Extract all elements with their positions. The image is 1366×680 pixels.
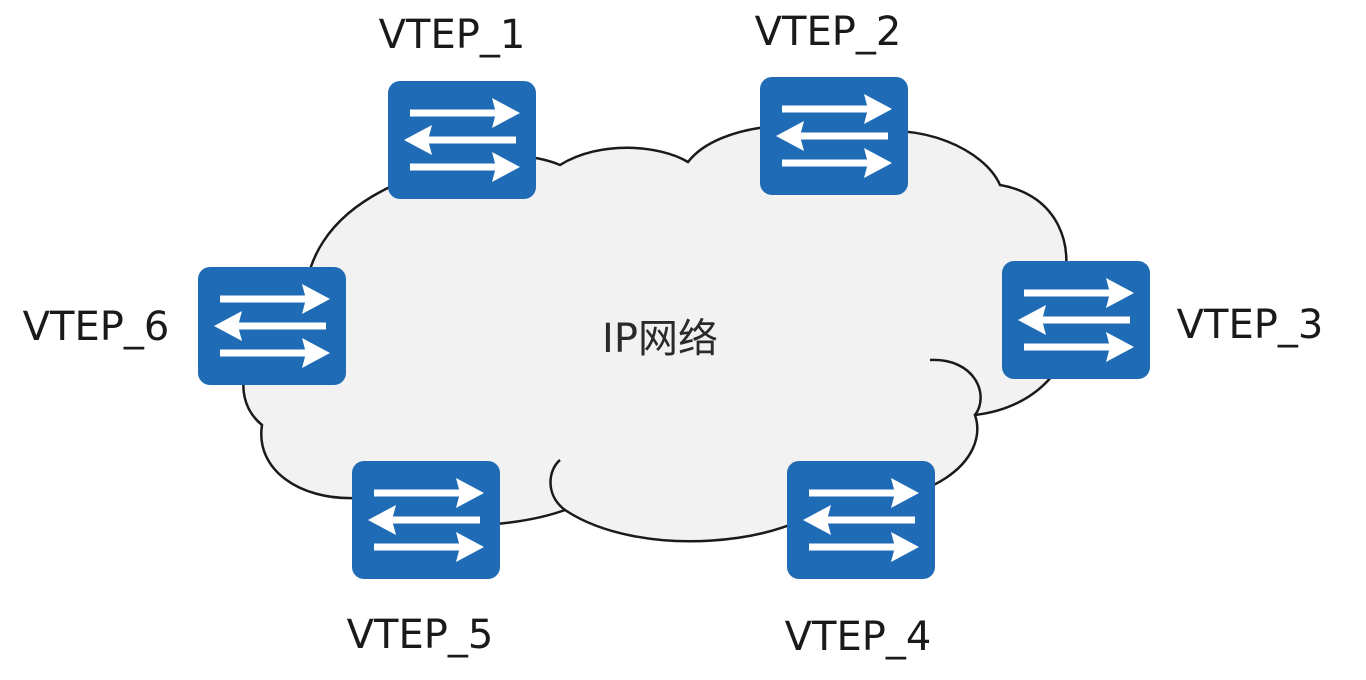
node-label: VTEP_3 bbox=[1177, 302, 1324, 348]
node-label: VTEP_1 bbox=[379, 12, 526, 58]
node-label: VTEP_5 bbox=[347, 612, 494, 658]
node-vtep-2: VTEP_2 bbox=[755, 9, 908, 195]
switch-icon bbox=[760, 77, 908, 195]
node-vtep-5: VTEP_5 bbox=[347, 461, 500, 658]
node-label: VTEP_2 bbox=[755, 9, 902, 55]
switch-icon bbox=[787, 461, 935, 579]
switch-icon bbox=[198, 267, 346, 385]
node-label: VTEP_4 bbox=[785, 614, 932, 660]
cloud-shape bbox=[242, 123, 1074, 543]
ip-network-cloud: IP网络 bbox=[242, 123, 1074, 543]
switch-icon bbox=[388, 81, 536, 199]
switch-icon bbox=[352, 461, 500, 579]
node-label: VTEP_6 bbox=[23, 304, 170, 350]
node-vtep-4: VTEP_4 bbox=[785, 461, 935, 660]
cloud-inner-curve-2 bbox=[549, 459, 566, 511]
switch-icon bbox=[1002, 261, 1150, 379]
cloud-inner-curve bbox=[929, 358, 982, 416]
node-vtep-6: VTEP_6 bbox=[23, 267, 346, 385]
node-vtep-1: VTEP_1 bbox=[379, 12, 536, 199]
cloud-label: IP网络 bbox=[602, 316, 718, 362]
node-vtep-3: VTEP_3 bbox=[1002, 261, 1323, 379]
